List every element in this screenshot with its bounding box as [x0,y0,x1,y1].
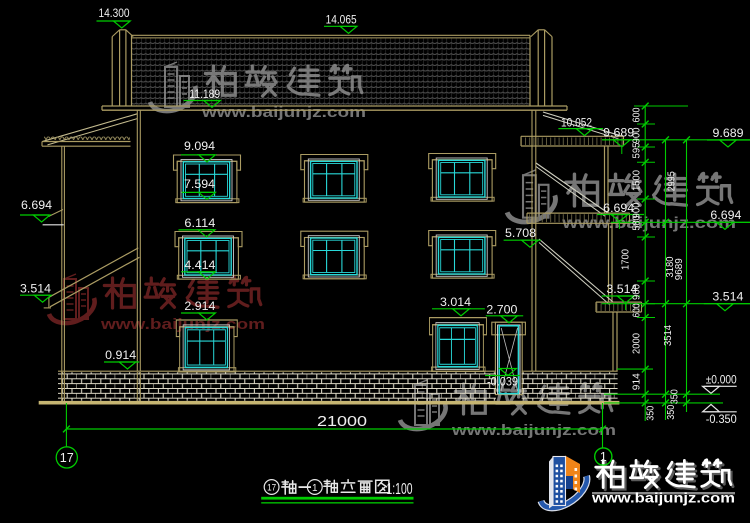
svg-text:2000: 2000 [631,333,643,354]
svg-text:14.300: 14.300 [99,8,130,20]
svg-text:6.694: 6.694 [21,200,53,212]
svg-text:3180: 3180 [664,256,676,277]
svg-text:2.700: 2.700 [486,304,517,316]
svg-text:914: 914 [631,373,643,390]
svg-text:9.689: 9.689 [603,128,634,140]
svg-text:6.114: 6.114 [184,218,216,230]
svg-text:21000: 21000 [317,414,367,430]
svg-text:595: 595 [631,142,643,158]
svg-text:3.014: 3.014 [440,297,472,309]
svg-text:www.baijunjz.com: www.baijunjz.com [591,491,735,506]
svg-text:17: 17 [267,483,276,494]
svg-text:1700: 1700 [620,249,632,270]
svg-text:900: 900 [631,127,643,143]
svg-text:7.594: 7.594 [184,179,216,191]
svg-text:3.514: 3.514 [606,284,638,296]
svg-text:1: 1 [312,483,318,494]
svg-text:900: 900 [631,202,643,218]
svg-text:-0.039: -0.039 [487,376,518,388]
svg-text:3.514: 3.514 [20,283,52,295]
svg-text:1:100: 1:100 [387,481,413,498]
svg-text:600: 600 [631,107,643,122]
svg-text:9.094: 9.094 [184,141,216,153]
svg-text:3514: 3514 [662,325,674,346]
svg-text:900: 900 [631,284,643,300]
svg-text:1: 1 [600,450,607,464]
svg-text:3.514: 3.514 [712,292,744,304]
svg-text:350: 350 [645,406,657,421]
svg-text:4.414: 4.414 [184,260,216,272]
svg-text:0.914: 0.914 [105,350,137,362]
svg-text:350: 350 [668,389,680,404]
svg-text:2.914: 2.914 [184,301,216,313]
svg-text:±0.000: ±0.000 [706,374,737,386]
svg-text:600: 600 [631,303,643,317]
svg-text:-0.350: -0.350 [706,414,737,426]
svg-text:9689: 9689 [673,258,685,280]
svg-text:5.708: 5.708 [505,228,536,240]
svg-text:6.694: 6.694 [603,203,635,215]
svg-text:10.052: 10.052 [561,117,592,129]
svg-text:14.065: 14.065 [326,14,357,26]
svg-text:11.189: 11.189 [189,89,220,101]
svg-text:2995: 2995 [666,171,678,191]
svg-text:6.694: 6.694 [710,210,742,222]
svg-text:580: 580 [631,215,643,230]
svg-text:17: 17 [60,450,74,465]
svg-text:9.689: 9.689 [713,128,744,140]
svg-text:350: 350 [665,405,677,420]
svg-text:1500: 1500 [631,170,643,191]
